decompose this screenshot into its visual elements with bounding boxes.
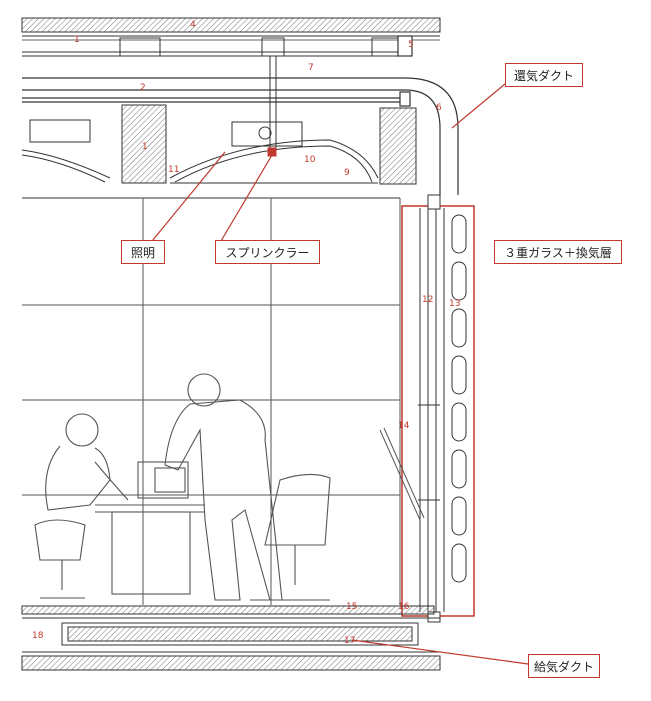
facade-glazing	[379, 194, 475, 623]
num-16: 16	[398, 602, 410, 612]
callout-return-duct-label: 還気ダクト	[513, 68, 574, 83]
num-14: 14	[398, 421, 410, 431]
num-7: 7	[308, 63, 314, 73]
callout-return-duct: 還気ダクト	[505, 63, 583, 87]
return-air-duct	[22, 35, 459, 195]
num-17: 17	[344, 636, 355, 646]
num-10: 10	[304, 155, 316, 165]
num-9: 9	[344, 168, 350, 178]
num-15: 15	[346, 602, 357, 612]
num-11: 11	[168, 165, 179, 175]
callout-sprinkler: スプリンクラー	[215, 240, 320, 264]
num-4: 4	[190, 20, 196, 30]
reference-numbers: 1 1 2 4 5 6 7 9 10 11 12 13 14 15 16 17 …	[32, 20, 460, 646]
plenum-structure	[22, 37, 410, 57]
num-6: 6	[436, 103, 442, 113]
callout-triple-glass: ３重ガラス＋換気層	[494, 240, 622, 264]
wall-grid	[22, 198, 401, 605]
office-scene	[34, 373, 331, 601]
ceiling-slab	[21, 17, 441, 41]
num-2: 2	[140, 83, 146, 93]
num-1b: 1	[142, 142, 148, 152]
light-fixtures	[21, 119, 379, 184]
callout-triple-glass-label: ３重ガラス＋換気層	[504, 245, 612, 260]
num-13: 13	[449, 299, 460, 309]
floor-structure	[21, 605, 441, 671]
callout-lighting-label: 照明	[130, 245, 155, 260]
structural-blocks	[121, 104, 417, 185]
num-5: 5	[408, 40, 414, 50]
callout-supply-duct-label: 給気ダクト	[533, 659, 594, 674]
callout-supply-duct: 給気ダクト	[528, 654, 600, 678]
num-12: 12	[422, 295, 433, 305]
callout-lighting: 照明	[121, 240, 165, 264]
callout-sprinkler-label: スプリンクラー	[225, 245, 310, 260]
num-18: 18	[32, 631, 44, 641]
leader-lines	[147, 83, 529, 665]
sprinkler-pipe	[269, 56, 277, 150]
num-1a: 1	[74, 35, 80, 45]
